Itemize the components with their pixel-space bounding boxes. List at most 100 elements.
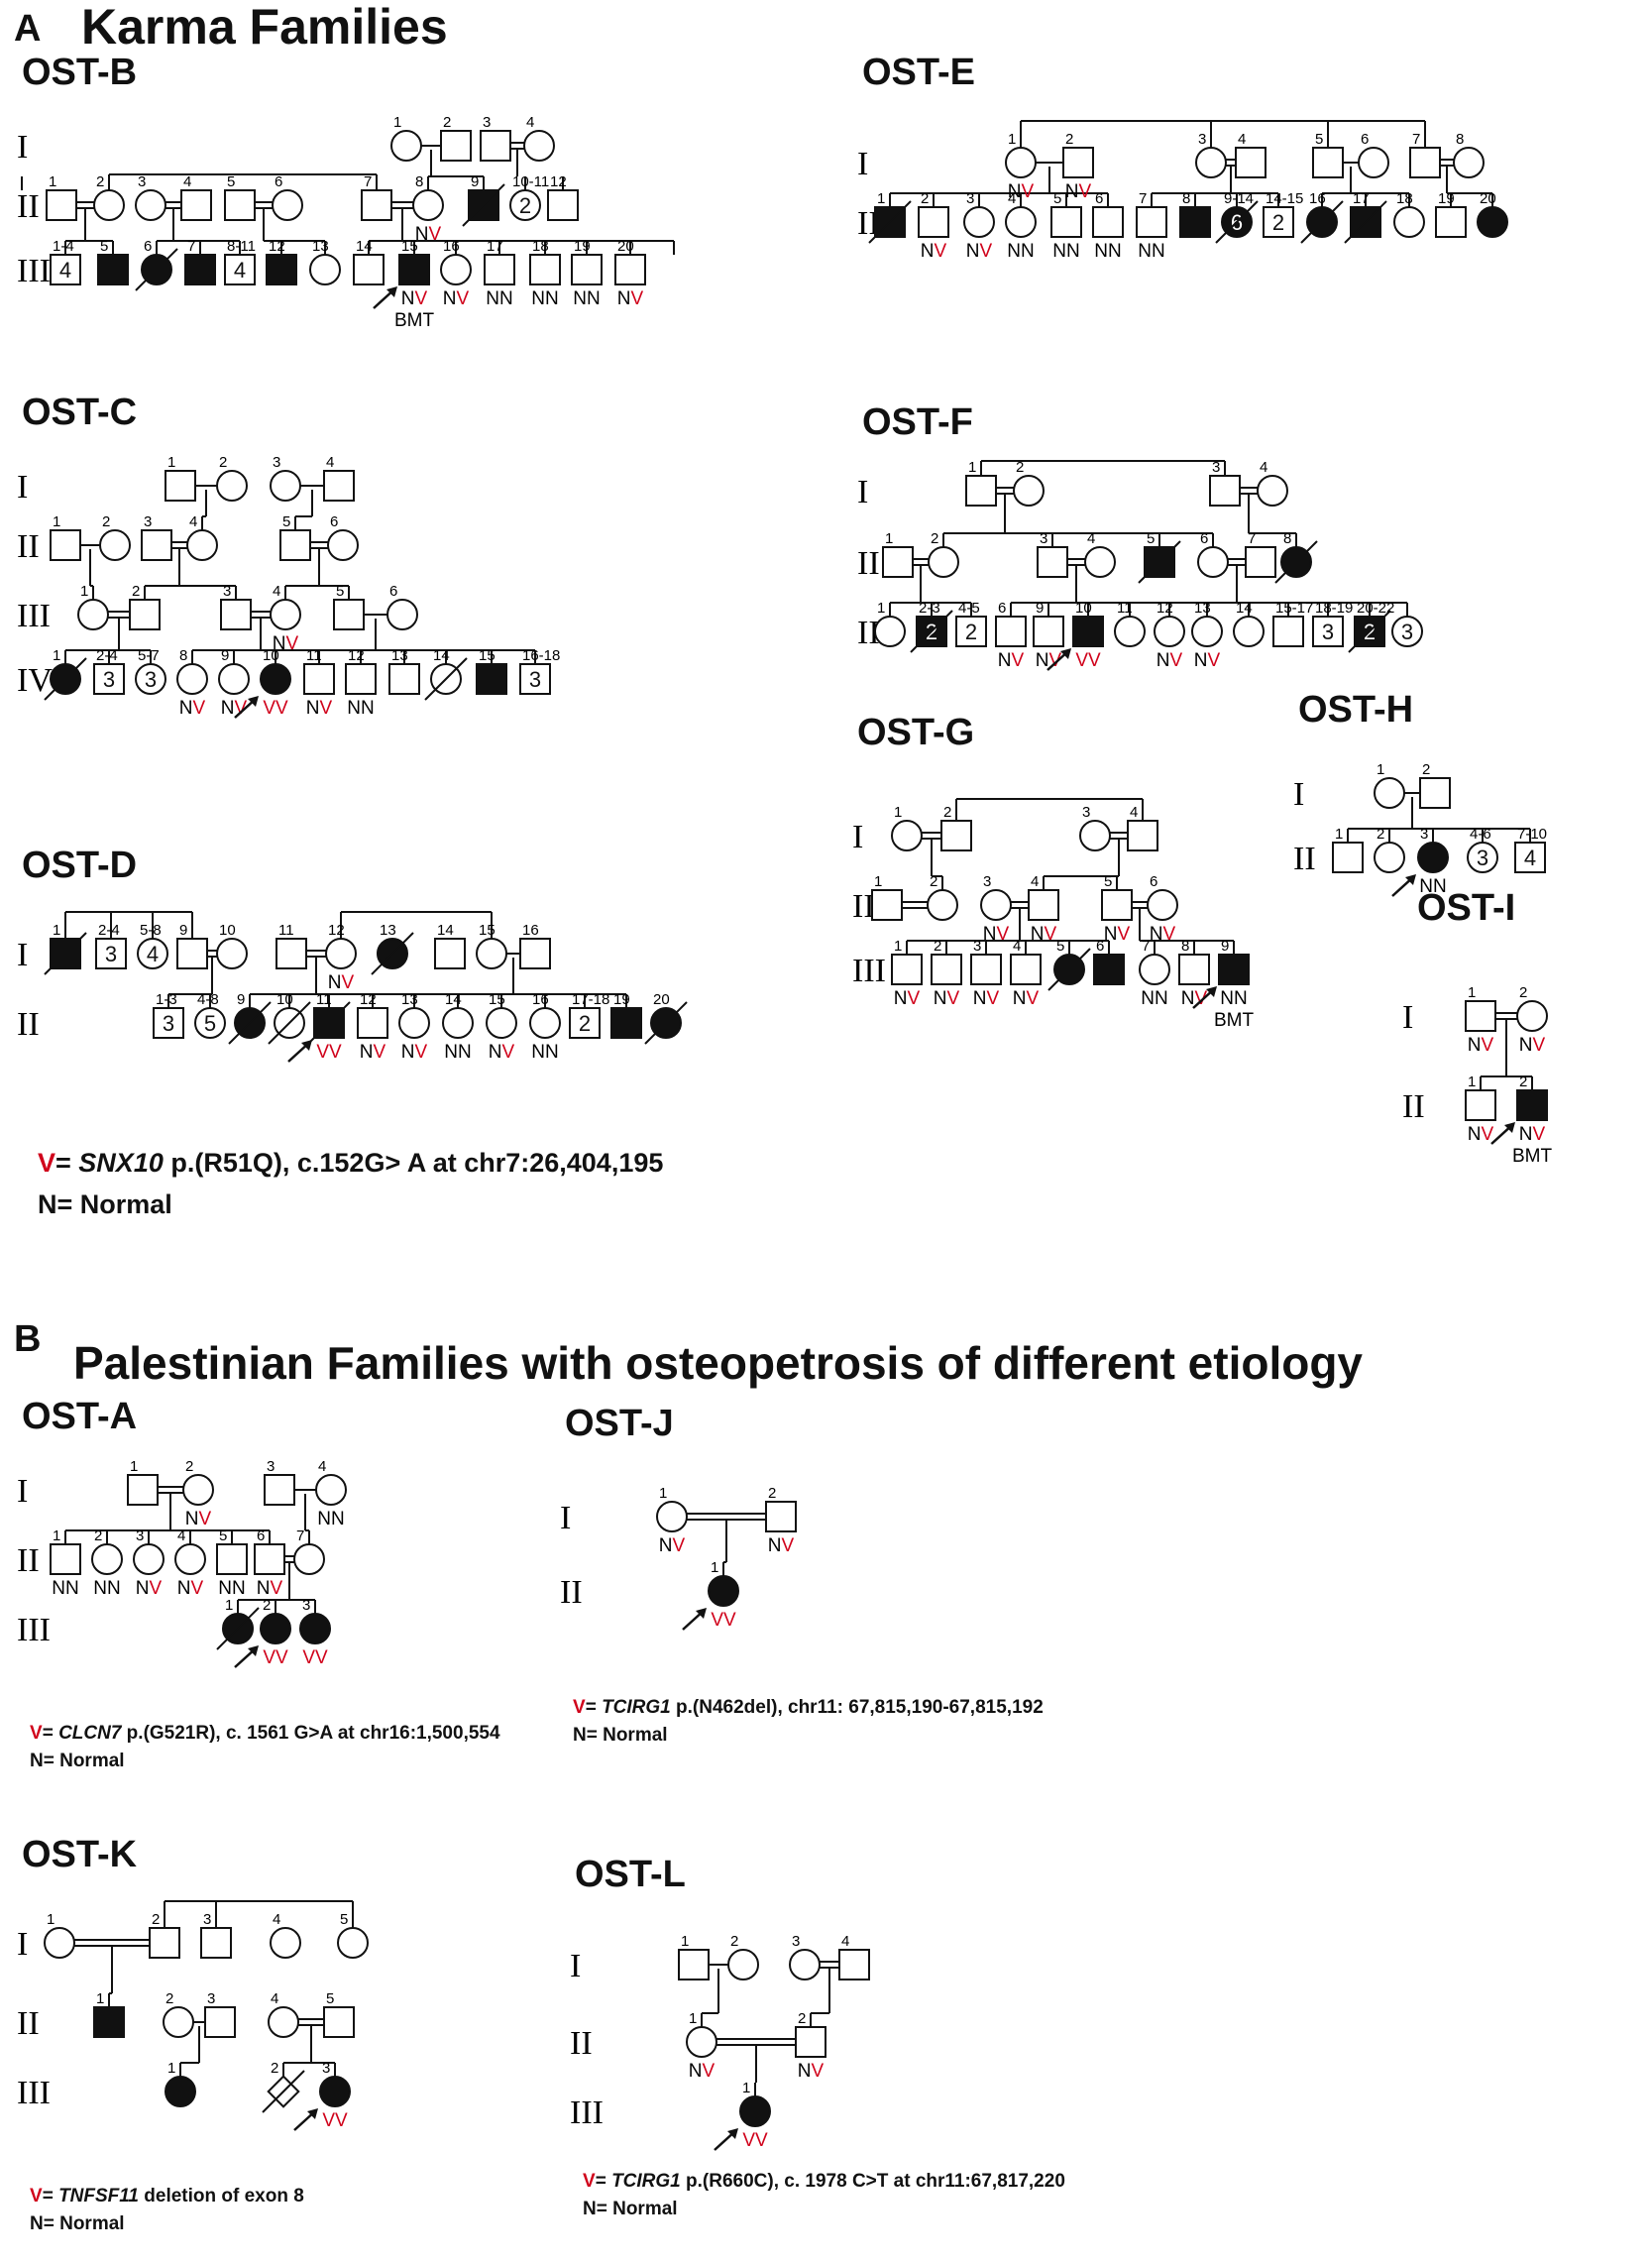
individual-circle [656, 1501, 688, 1532]
male-symbol: 14 [353, 238, 385, 285]
male-symbol: 5NN [216, 1528, 248, 1599]
variant-allele: V [1045, 924, 1057, 945]
normal-allele: N [1013, 988, 1027, 1009]
individual-circle [1013, 475, 1045, 507]
female-symbol: 5 [337, 1911, 369, 1959]
family-name: OST-E [862, 52, 976, 93]
normal-allele: N [894, 988, 908, 1009]
male-symbol: 4 [1235, 131, 1267, 178]
individual-number: 6 [998, 600, 1006, 617]
family-name: OST-J [565, 1403, 674, 1444]
individual-number: 1 [225, 1597, 233, 1614]
individual-number: 5 [227, 173, 235, 190]
generation-label: I [560, 1500, 571, 1536]
individual-count: 3 [1477, 846, 1488, 870]
individual-number: 20 [653, 991, 670, 1008]
individual-number: 1-3 [156, 991, 177, 1008]
variant-allele: V [322, 2110, 335, 2131]
variant-allele: V [415, 1042, 428, 1063]
individual-circle [135, 189, 166, 221]
individual-square [571, 254, 603, 285]
generation-label: I [1293, 776, 1304, 813]
individual-square [153, 1007, 184, 1039]
individual-number: 20-22 [1357, 600, 1394, 617]
individual-number: 4 [183, 173, 191, 190]
male-symbol: 32-4 [93, 647, 125, 695]
variant-allele: V [755, 2130, 768, 2151]
individual-circle [218, 663, 250, 695]
normal-allele: N [306, 698, 320, 719]
individual-number: 5-7 [138, 647, 160, 664]
male-symbol: 4 [838, 1933, 870, 1980]
variant-allele: V [263, 1647, 275, 1668]
generation-label: II [852, 888, 875, 925]
individual-number: 7 [364, 173, 372, 190]
individual-circle [1195, 147, 1227, 178]
male-symbol: 3 [141, 513, 172, 561]
normal-allele: N [1194, 650, 1208, 671]
individual-number: 11 [278, 922, 294, 939]
family-normal-legend: N= Normal [30, 2213, 125, 2234]
individual-circle [216, 938, 248, 969]
female-symbol: 2 [727, 1933, 759, 1980]
individual-square [1028, 889, 1059, 921]
genotype-label: NV [934, 988, 960, 1009]
genotype-label: NV [1519, 1035, 1546, 1056]
individual-number: 2 [132, 583, 140, 600]
individual-square [204, 2006, 236, 2038]
individual-count: 3 [145, 667, 157, 692]
individual-circle [1154, 616, 1185, 647]
individual-number: 1 [711, 1559, 718, 1576]
variant-allele: V [1022, 181, 1035, 202]
individual-circle [980, 889, 1012, 921]
male-symbol: 6NV [254, 1528, 285, 1599]
individual-count: 3 [1401, 620, 1413, 644]
normal-allele: N [998, 650, 1012, 671]
variant-allele: V [1533, 1124, 1546, 1145]
panel-b-letter: B [14, 1318, 42, 1360]
individual-circle [216, 470, 248, 502]
normal-allele: N [1419, 876, 1433, 897]
male-symbol: 7 [184, 238, 216, 285]
male-symbol: 1 [50, 513, 81, 561]
individual-square [127, 1474, 159, 1506]
generation-label: I [17, 129, 28, 166]
female-symbol: 69-14 [1215, 190, 1259, 244]
female-symbol: 1VV [714, 2080, 771, 2151]
individual-square [1218, 954, 1250, 985]
individual-count: 3 [529, 667, 541, 692]
female-symbol: 4NV [270, 583, 301, 654]
individual-square [1072, 616, 1104, 647]
normal-allele: N [1433, 876, 1447, 897]
deceased-slash [44, 657, 87, 701]
female-symbol: 3 [789, 1933, 821, 1980]
male-symbol: 48-11 [224, 238, 256, 285]
individual-number: 14 [437, 922, 454, 939]
generation-label: II [857, 205, 880, 242]
individual-square [765, 1501, 797, 1532]
individual-circle [299, 1613, 331, 1644]
individual-square [995, 616, 1027, 647]
individual-circle [182, 1474, 214, 1506]
individual-number: 2 [219, 454, 227, 471]
normal-allele: N [1066, 241, 1080, 262]
proband-arrowhead [386, 286, 397, 297]
generation-label: I [17, 937, 28, 973]
normal-allele: N [1007, 241, 1021, 262]
individual-circle [529, 1007, 561, 1039]
individual-circle [1477, 206, 1508, 238]
individual-number: 2 [94, 1528, 102, 1544]
individual-square [547, 189, 579, 221]
individual-number: 2 [1519, 1074, 1527, 1090]
individual-number: 3 [267, 1458, 275, 1475]
female-symbol: 2 [163, 1990, 194, 2038]
female-symbol: 4 [1257, 459, 1288, 507]
individual-number: 1 [167, 2060, 175, 2077]
individual-number: 2 [102, 513, 110, 530]
female-symbol: 6 [327, 513, 359, 561]
